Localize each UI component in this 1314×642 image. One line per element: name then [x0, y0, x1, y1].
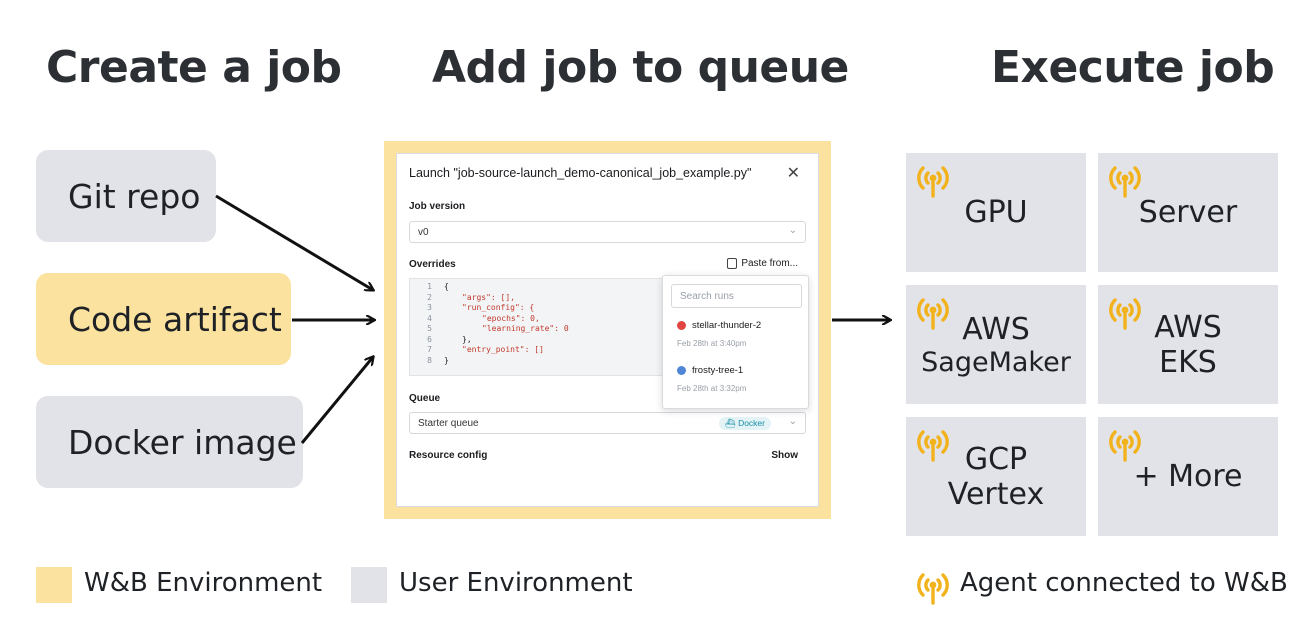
target-aws-label: AWS — [962, 311, 1030, 347]
job-version-select[interactable]: v0 ⌄ — [409, 221, 806, 243]
search-runs-input[interactable]: Search runs — [671, 284, 802, 308]
target-gpu-label: GPU — [964, 195, 1028, 230]
show-button[interactable]: Show — [771, 450, 798, 461]
target-server: Server — [1098, 153, 1278, 272]
heading-add-job-to-queue: Add job to queue — [432, 42, 849, 93]
target-more-label: + More — [1133, 459, 1243, 494]
docker-image-label: Docker image — [68, 422, 297, 462]
code-line: 3"run_config": { — [427, 303, 535, 312]
chevron-down-icon: ⌄ — [788, 225, 797, 236]
docker-image-box: Docker image — [36, 396, 303, 488]
queue-value: Starter queue — [418, 417, 479, 429]
job-version-label: Job version — [409, 201, 466, 212]
queue-select[interactable]: Starter queue ⛴ Docker ⌄ — [409, 412, 806, 434]
target-aws-label: AWS — [1154, 309, 1222, 345]
run-item-stellar-thunder[interactable]: stellar-thunder-2 — [677, 320, 761, 331]
run-color-dot — [677, 321, 686, 330]
antenna-icon — [917, 298, 949, 330]
code-line: 1{ — [427, 282, 449, 291]
paste-from-popover: Search runs stellar-thunder-2 Feb 28th a… — [662, 275, 809, 409]
close-icon[interactable]: ✕ — [786, 165, 800, 182]
target-eks-label: EKS — [1159, 344, 1217, 380]
launch-modal: Launch "job-source-launch_demo-canonical… — [396, 153, 819, 507]
overrides-code-editor[interactable]: 1{ 2"args": [], 3"run_config": { 4"epoch… — [409, 278, 671, 376]
heading-create-job: Create a job — [46, 42, 342, 93]
run-date: Feb 28th at 3:40pm — [677, 339, 747, 348]
antenna-icon — [1109, 430, 1141, 462]
legend-antenna-icon — [917, 573, 949, 605]
antenna-icon — [917, 430, 949, 462]
queue-label: Queue — [409, 393, 441, 404]
heading-execute-job: Execute job — [991, 42, 1275, 93]
code-line: 7"entry_point": [] — [427, 345, 544, 354]
arrow-git-to-queue — [215, 194, 373, 290]
run-color-dot — [677, 366, 686, 375]
run-date: Feb 28th at 3:32pm — [677, 384, 747, 393]
code-artifact-box: Code artifact — [36, 273, 291, 365]
git-repo-label: Git repo — [68, 176, 201, 216]
arrow-docker-to-queue — [300, 357, 373, 444]
code-line: 4"epochs": 0, — [427, 313, 540, 323]
git-repo-box: Git repo — [36, 150, 216, 242]
run-item-frosty-tree[interactable]: frosty-tree-1 — [677, 365, 743, 376]
modal-title: Launch "job-source-launch_demo-canonical… — [409, 166, 752, 180]
target-more: + More — [1098, 417, 1278, 536]
legend-user-swatch — [351, 567, 387, 603]
copy-icon — [727, 258, 738, 269]
target-aws-eks: AWS EKS — [1098, 285, 1278, 404]
target-gcp-label: GCP — [964, 441, 1028, 477]
target-server-label: Server — [1138, 195, 1238, 230]
legend-agent-label: Agent connected to W&B — [960, 568, 1288, 598]
paste-from-label: Paste from... — [741, 258, 798, 269]
code-line: 5"learning_rate": 0 — [427, 324, 569, 333]
antenna-icon — [1109, 298, 1141, 330]
code-artifact-label: Code artifact — [68, 299, 282, 339]
target-vertex-label: Vertex — [947, 476, 1045, 512]
code-line: 6}, — [427, 334, 472, 344]
code-line: 8} — [427, 355, 449, 365]
legend-user-label: User Environment — [399, 568, 633, 598]
paste-from-button[interactable]: Paste from... — [727, 258, 798, 269]
job-version-value: v0 — [418, 226, 429, 238]
target-gpu: GPU — [906, 153, 1086, 272]
overrides-label: Overrides — [409, 259, 456, 270]
antenna-icon — [1109, 166, 1141, 198]
chevron-down-icon: ⌄ — [788, 416, 797, 427]
resource-config-label: Resource config — [409, 450, 488, 461]
docker-badge: ⛴ Docker — [718, 417, 771, 430]
target-gcp-vertex: GCP Vertex — [906, 417, 1086, 536]
target-aws-sagemaker: AWS SageMaker — [906, 285, 1086, 404]
target-sagemaker-label: SageMaker — [921, 346, 1071, 378]
legend-wb-label: W&B Environment — [84, 568, 323, 598]
antenna-icon — [917, 166, 949, 198]
legend-wb-swatch — [36, 567, 72, 603]
code-line: 2"args": [], — [427, 292, 515, 302]
